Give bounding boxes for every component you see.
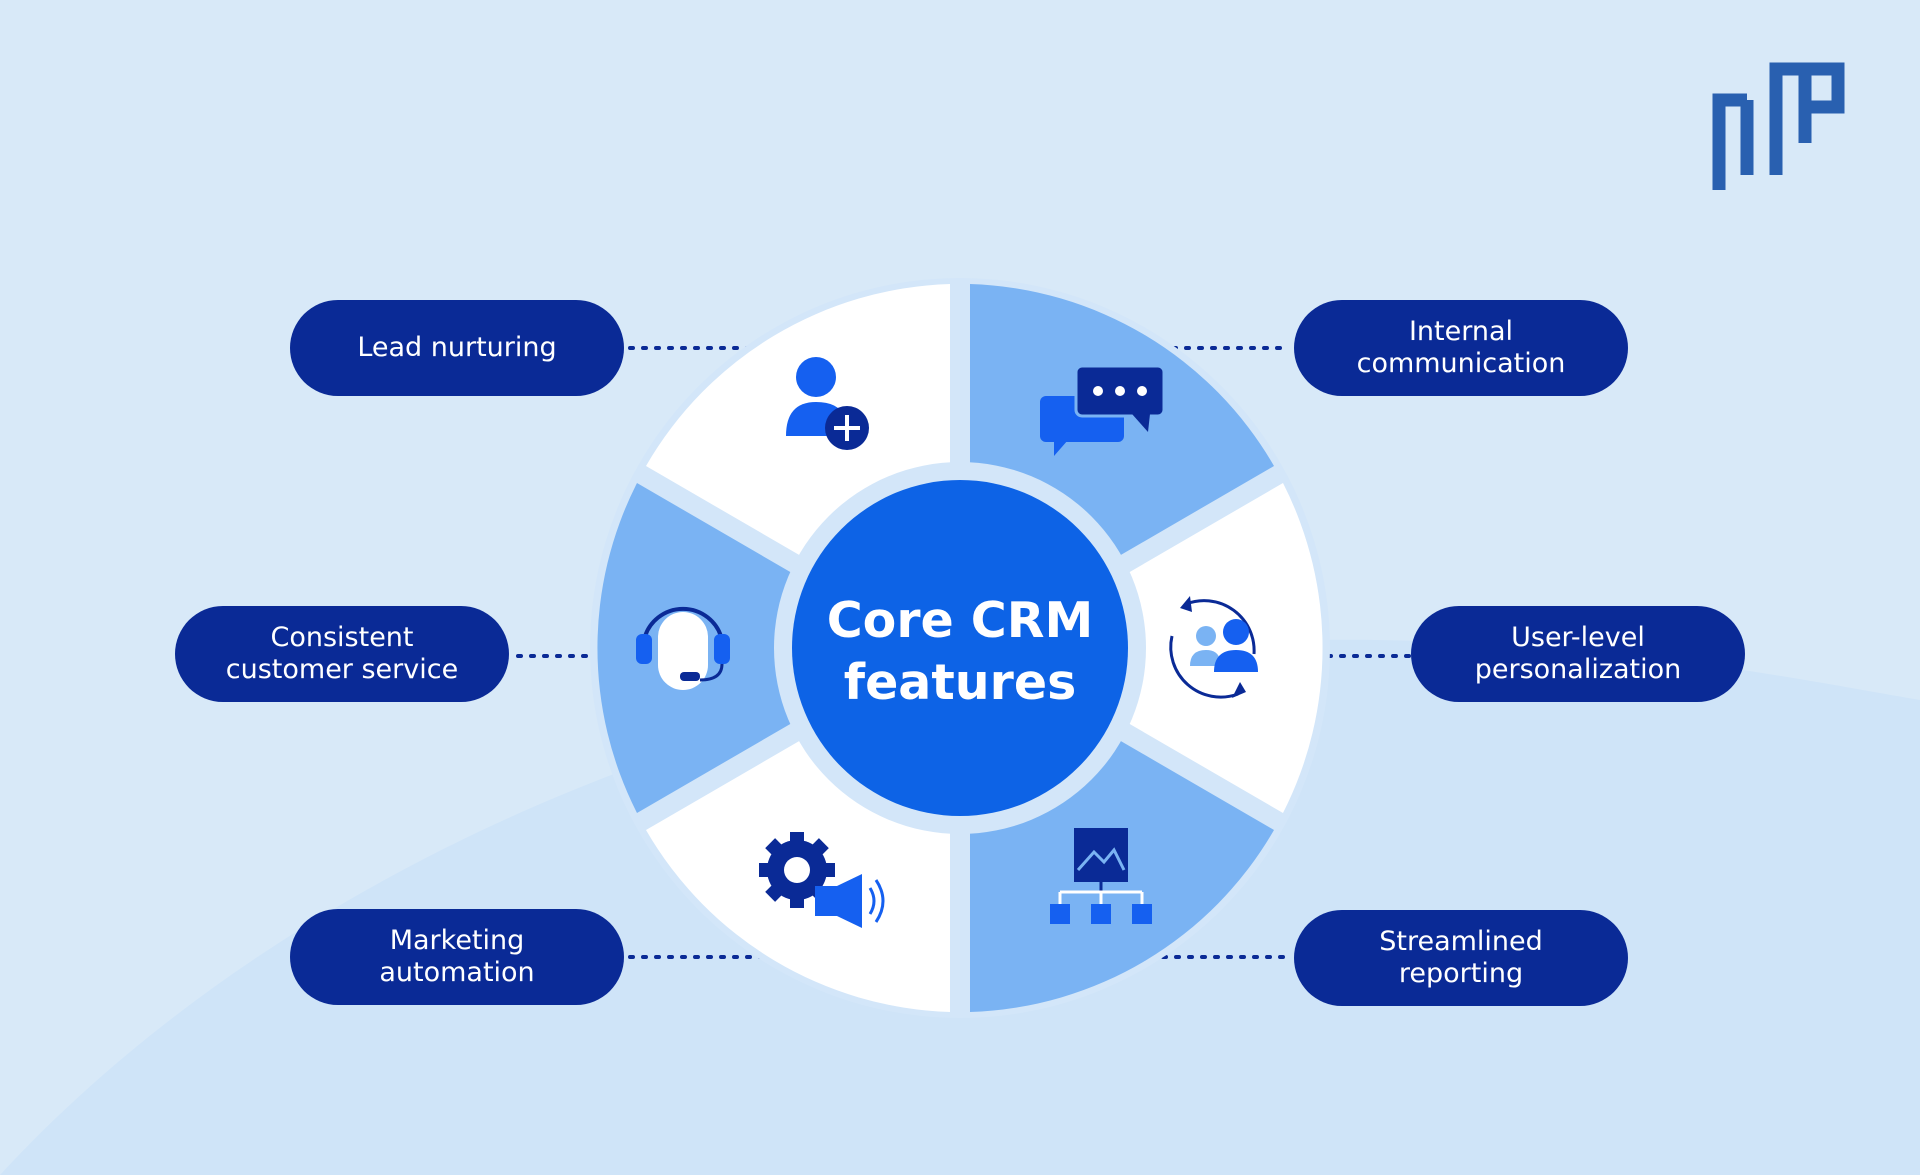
feature-label: Lead nurturing bbox=[357, 332, 557, 363]
feature-label: Marketing automation bbox=[379, 925, 535, 988]
feature-pill-internal-communication: Internal communication bbox=[1294, 300, 1628, 396]
feature-label: Consistent customer service bbox=[225, 622, 459, 685]
feature-pill-streamlined-reporting: Streamlined reporting bbox=[1294, 910, 1628, 1006]
feature-pill-marketing-automation: Marketing automation bbox=[290, 909, 624, 1005]
gear-megaphone-icon bbox=[759, 832, 885, 928]
user-sync-icon bbox=[1169, 596, 1258, 699]
center-title: Core CRM features bbox=[826, 592, 1094, 711]
segment-personalization bbox=[1128, 483, 1323, 813]
connectors bbox=[516, 346, 1412, 959]
report-hierarchy-icon bbox=[1050, 828, 1152, 924]
brand-logo bbox=[1712, 62, 1845, 190]
add-user-icon bbox=[786, 357, 869, 450]
chat-bubbles-icon bbox=[1040, 364, 1166, 456]
feature-pill-customer-service: Consistent customer service bbox=[175, 606, 509, 702]
feature-pill-personalization: User-level personalization bbox=[1411, 606, 1745, 702]
center-circle bbox=[792, 480, 1128, 816]
feature-label: Internal communication bbox=[1356, 316, 1566, 379]
headset-agent-icon bbox=[636, 606, 730, 690]
feature-label: Streamlined reporting bbox=[1379, 926, 1543, 989]
feature-pill-lead-nurturing: Lead nurturing bbox=[290, 300, 624, 396]
feature-label: User-level personalization bbox=[1474, 622, 1682, 685]
